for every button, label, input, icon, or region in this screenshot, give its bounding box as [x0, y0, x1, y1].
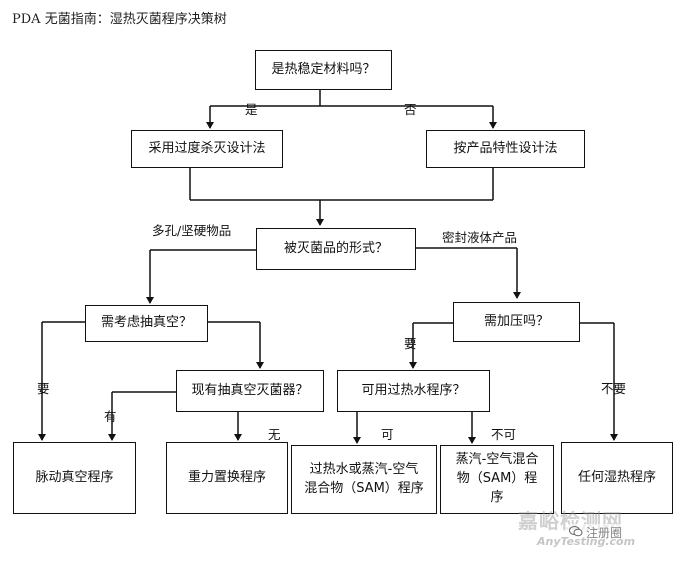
edge-label-pressure-yes: 要: [404, 336, 417, 351]
edge-label-porous: 多孔/坚硬物品: [152, 223, 232, 238]
node-gravity-label: 重力置换程序: [187, 469, 266, 485]
edge-label-can: 可: [381, 427, 394, 442]
node-heat-stable: 是热稳定材料吗？: [255, 50, 392, 90]
node-superheated-or-sam: 过热水或蒸汽-空气混合物（SAM）程序: [291, 445, 437, 514]
edge-label-none: 无: [268, 427, 281, 442]
node-product-specific-label: 按产品特性设计法: [453, 140, 558, 156]
node-gravity: 重力置换程序: [166, 442, 288, 514]
node-has-vacuum-sterilizer-label: 现有抽真空灭菌器？: [191, 382, 309, 398]
page-title: PDA 无菌指南：湿热灭菌程序决策树: [12, 12, 227, 27]
node-heat-stable-label: 是热稳定材料吗？: [271, 61, 376, 77]
node-sam: 蒸汽-空气混合物（SAM）程序: [440, 445, 554, 514]
node-pulse-vacuum: 脉动真空程序: [13, 442, 136, 514]
edge-label-vacuum-yes: 要: [37, 381, 50, 396]
node-need-pressure: 需加压吗？: [453, 302, 580, 342]
node-sam-label: 蒸汽-空气混合物（SAM）程序: [455, 452, 539, 505]
node-need-vacuum-label: 需考虑抽真空？: [100, 315, 192, 331]
node-superheated-water: 可用过热水程序？: [337, 370, 490, 412]
edge-label-yes: 是: [245, 102, 258, 117]
edge-label-has: 有: [104, 409, 117, 424]
node-has-vacuum-sterilizer: 现有抽真空灭菌器？: [176, 370, 324, 412]
edge-label-cannot: 不可: [491, 427, 517, 442]
watermark-brand-en: AnyTesting.com: [537, 535, 636, 548]
node-overkill-label: 采用过度杀灭设计法: [148, 140, 266, 156]
node-superheated-water-label: 可用过热水程序？: [361, 382, 466, 398]
node-need-pressure-label: 需加压吗？: [483, 313, 549, 329]
watermark-account-label: 注册圈: [586, 526, 623, 540]
node-any-moist-heat: 任何湿热程序: [561, 442, 673, 514]
node-load-form: 被灭菌品的形式？: [256, 228, 416, 270]
edge-label-pressure-no: 不要: [601, 381, 627, 396]
node-any-moist-heat-label: 任何湿热程序: [577, 469, 656, 485]
wechat-icon: [569, 526, 583, 540]
watermark-account: 注册圈: [567, 524, 625, 541]
node-superheated-or-sam-label: 过热水或蒸汽-空气混合物（SAM）程序: [304, 461, 424, 496]
node-load-form-label: 被灭菌品的形式？: [283, 240, 388, 256]
node-pulse-vacuum-label: 脉动真空程序: [35, 469, 114, 485]
edge-label-no: 否: [404, 102, 417, 117]
edge-label-sealed: 密封液体产品: [442, 230, 518, 245]
node-need-vacuum: 需考虑抽真空？: [85, 305, 208, 342]
node-overkill: 采用过度杀灭设计法: [131, 130, 283, 168]
node-product-specific: 按产品特性设计法: [426, 130, 585, 168]
